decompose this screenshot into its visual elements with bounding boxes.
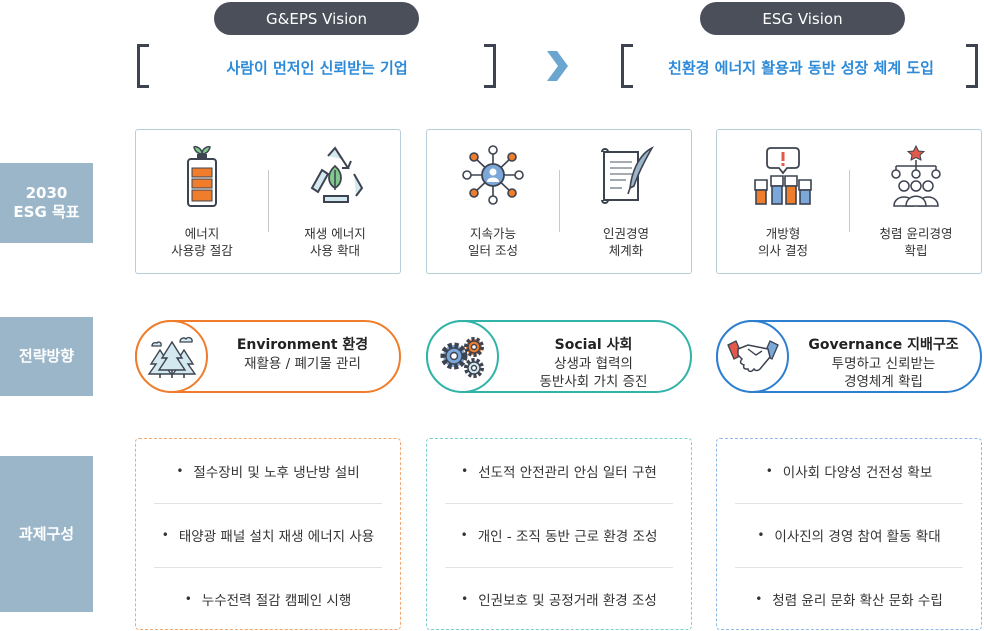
gears-icon	[440, 336, 484, 378]
task-divider	[445, 503, 673, 504]
list-item: • 이사회 다양성 건전성 확보	[717, 439, 981, 503]
handshake-icon	[726, 339, 779, 372]
goal-row-label: 2030 ESG 목표	[0, 163, 93, 243]
strategy-title: Environment 환경	[236, 337, 369, 353]
task-box-governance: • 이사회 다양성 건전성 확보 • 이사진의 경영 참여 활동 확대 • 청렴 윤리…	[716, 438, 982, 630]
list-item: • 청렴 윤리 문화 확산 문화 수립	[717, 567, 981, 631]
task-text: 개인 - 조직 동반 근로 환경 조성	[477, 529, 658, 545]
list-item: • 절수장비 및 노후 냉난방 설비	[136, 439, 400, 503]
esg-vision-pill: ESG Vision	[700, 2, 905, 35]
task-text: 누수전력 절감 캠페인 시행	[201, 593, 352, 609]
goal-box-governance: 개방형 의사 결정 청렴 윤리경영 확립	[716, 129, 982, 274]
strategy-social: Social 사회 상생과 협력의 동반사회 가치 증진	[426, 320, 692, 393]
list-item: • 이사진의 경영 참여 활동 확대	[717, 503, 981, 567]
goal-item: 인권경영 체계화	[560, 130, 692, 273]
forest-icon	[147, 336, 196, 378]
goal-text: 청렴 윤리경영 확립	[879, 226, 953, 258]
right-bracket-close	[966, 44, 978, 88]
bullet-icon: •	[765, 464, 773, 478]
strategy-environment: Environment 환경 재활용 / 폐기물 관리	[135, 320, 401, 393]
task-divider	[154, 567, 382, 568]
task-text: 태양광 패널 설치 재생 에너지 사용	[178, 529, 375, 545]
goal-text: 인권경영 체계화	[602, 226, 649, 258]
goal-box-social: 지속가능 일터 조성 인권경영 체계화	[426, 129, 692, 274]
goal-text: 지속가능 일터 조성	[468, 226, 518, 258]
task-divider	[154, 503, 382, 504]
left-bracket-open	[137, 44, 149, 88]
left-bracket-close	[484, 44, 496, 88]
goal-divider	[268, 170, 269, 232]
gneps-vision-pill: G&EPS Vision	[214, 2, 419, 35]
strategy-label-text: 전략방향	[18, 347, 75, 365]
list-item: • 누수전력 절감 캠페인 시행	[136, 567, 400, 631]
task-text: 이사진의 경영 참여 활동 확대	[774, 529, 941, 545]
task-text: 인권보호 및 공정거래 환경 조성	[478, 593, 657, 609]
gneps-vision-text: 사람이 먼저인 신뢰받는 기업	[226, 58, 408, 77]
network-person-icon	[462, 145, 524, 205]
bullet-icon: •	[184, 592, 192, 606]
goal-text: 에너지 사용량 절감	[171, 226, 233, 258]
goal-divider	[559, 170, 560, 232]
bullet-icon: •	[161, 528, 169, 542]
task-text: 절수장비 및 노후 냉난방 설비	[193, 465, 360, 481]
bullet-icon: •	[461, 592, 469, 606]
goal-divider	[849, 170, 850, 232]
task-text: 청렴 윤리 문화 확산 문화 수립	[772, 593, 943, 609]
strategy-desc: 상생과 협력의 동반사회 가치 증진	[539, 356, 648, 390]
bullet-icon: •	[757, 528, 765, 542]
goal-label-text: 2030 ESG 목표	[13, 184, 80, 221]
document-quill-icon	[601, 146, 655, 204]
goal-item: 지속가능 일터 조성	[427, 130, 559, 273]
task-text: 이사회 다양성 건전성 확보	[782, 465, 933, 481]
goal-item: 청렴 윤리경영 확립	[850, 130, 982, 273]
strategy-desc: 투명하고 신뢰받는 경영체계 확립	[831, 356, 936, 390]
strategy-title: Governance 지배구조	[808, 337, 959, 353]
list-item: • 인권보호 및 공정거래 환경 조성	[427, 567, 691, 631]
right-bracket-open	[621, 44, 633, 88]
list-item: • 태양광 패널 설치 재생 에너지 사용	[136, 503, 400, 567]
list-item: • 개인 - 조직 동반 근로 환경 조성	[427, 503, 691, 567]
goal-item: 재생 에너지 사용 확대	[269, 130, 401, 273]
goal-item: 에너지 사용량 절감	[136, 130, 268, 273]
task-text: 선도적 안전관리 안심 일터 구현	[478, 465, 657, 481]
goal-text: 재생 에너지 사용 확대	[304, 226, 366, 258]
task-divider	[735, 567, 963, 568]
team-hierarchy-icon	[891, 144, 941, 207]
chevron-right-icon	[547, 51, 568, 81]
strategy-icon-circle	[135, 320, 208, 393]
task-row-label: 과제구성	[0, 456, 93, 612]
list-item: • 선도적 안전관리 안심 일터 구현	[427, 439, 691, 503]
bullet-icon: •	[461, 464, 469, 478]
strategy-icon-circle	[426, 320, 499, 393]
strategy-governance: Governance 지배구조 투명하고 신뢰받는 경영체계 확립	[716, 320, 982, 393]
task-label-text: 과제구성	[18, 524, 75, 543]
goal-text: 개방형 의사 결정	[758, 226, 808, 258]
strategy-row-label: 전략방향	[0, 317, 93, 396]
bullet-icon: •	[755, 592, 763, 606]
task-box-social: •선도적 안전관리 안심 일터 구현 •개인 - 조직 동반 근로 환경 조성 …	[426, 438, 692, 630]
strategy-desc: 재활용 / 폐기물 관리	[244, 356, 361, 372]
esg-vision-text: 친환경 에너지 활용과 동반 성장 체계 도입	[668, 58, 934, 77]
recycle-leaf-icon	[310, 146, 364, 203]
task-box-environment: • 절수장비 및 노후 냉난방 설비 • 태양광 패널 설치 재생 에너지 사용 •…	[135, 438, 401, 630]
task-divider	[445, 567, 673, 568]
strategy-title: Social 사회	[554, 337, 633, 353]
bullet-icon: •	[460, 528, 468, 542]
goal-box-environment: 에너지 사용량 절감 재생 에너지 사용 확대	[135, 129, 401, 274]
strategy-icon-circle	[716, 320, 789, 393]
goal-item: 개방형 의사 결정	[717, 130, 849, 273]
raised-hands-icon	[754, 147, 812, 205]
battery-icon	[187, 146, 217, 207]
task-divider	[735, 503, 963, 504]
bullet-icon: •	[176, 464, 184, 478]
